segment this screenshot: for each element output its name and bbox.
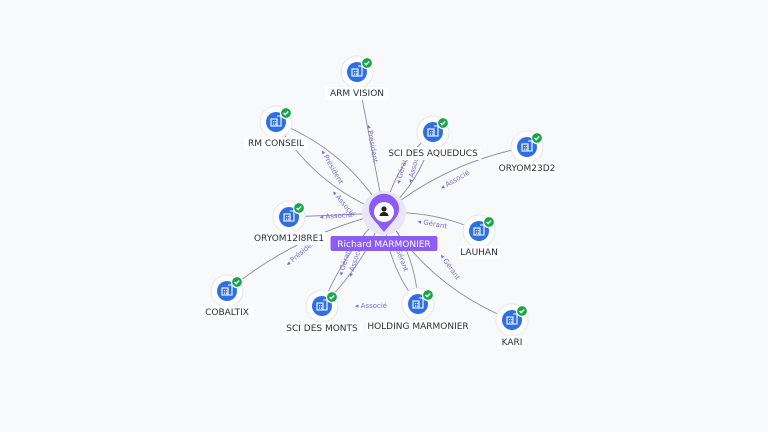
node-label-bg: [325, 87, 389, 100]
nodes-layer: ARM VISION RM CONSEIL SCI DES AQUEDUCS ORYO…: [200, 55, 557, 349]
node-label: SCI DES AQUEDUCS: [388, 149, 478, 159]
node-arm-vision[interactable]: ARM VISION: [325, 55, 389, 100]
node-label: ARM VISION: [330, 89, 384, 99]
edge-label: ◂ Président: [365, 124, 380, 163]
node-sci-monts[interactable]: SCI DES MONTS: [281, 289, 363, 335]
edge-label: ◂ Associé: [439, 169, 471, 192]
verified-check-icon: [230, 275, 244, 289]
node-kari[interactable]: KARI: [495, 303, 529, 349]
node-label: SCI DES MONTS: [286, 324, 358, 334]
verified-check-icon: [482, 215, 496, 229]
verified-check-icon: [325, 290, 339, 304]
node-label-bg: [251, 232, 327, 245]
node-label: ORYOM23D2: [499, 164, 556, 174]
center-label: Richard MARMONIER: [337, 240, 430, 250]
node-sci-aqueducs[interactable]: SCI DES AQUEDUCS: [384, 115, 482, 160]
node-label: ORYOM12I8RE1: [254, 234, 324, 244]
node-rm-conseil[interactable]: RM CONSEIL: [244, 105, 308, 150]
verified-check-icon: [530, 131, 544, 145]
building-icon: [283, 210, 295, 222]
verified-check-icon: [360, 56, 374, 70]
building-icon: [506, 313, 518, 325]
node-label: RM CONSEIL: [248, 139, 304, 149]
building-icon: [427, 125, 439, 137]
node-label-bg: [200, 306, 254, 319]
node-label-bg: [496, 336, 528, 349]
node-label: KARI: [502, 338, 523, 348]
center-label-bg: [330, 236, 438, 251]
node-label: LAUHAN: [460, 248, 498, 258]
building-icon: [521, 140, 533, 152]
node-holding[interactable]: HOLDING MARMONIER: [366, 287, 470, 333]
edge-label: ◂ Associé: [355, 302, 387, 310]
node-label-bg: [366, 320, 470, 333]
verified-check-icon: [279, 106, 293, 120]
edge-label: ◂ Associé: [320, 211, 353, 221]
node-label-bg: [497, 162, 557, 175]
verified-check-icon: [292, 201, 306, 215]
building-icon: [412, 297, 424, 309]
building-icon: [316, 299, 328, 311]
node-label-bg: [458, 246, 500, 259]
verified-check-icon: [515, 304, 529, 318]
node-oryom23d2[interactable]: ORYOM23D2: [497, 130, 557, 175]
node-label-bg: [281, 322, 363, 335]
building-icon: [270, 115, 282, 127]
verified-check-icon: [421, 288, 435, 302]
building-icon: [351, 65, 363, 77]
node-label-bg: [384, 147, 482, 160]
building-icon: [473, 224, 485, 236]
node-oryom12[interactable]: ORYOM12I8RE1: [251, 200, 327, 245]
edge-label: ◂ Gérant: [417, 218, 448, 231]
node-label: COBALTIX: [205, 308, 249, 318]
node-label: HOLDING MARMONIER: [367, 322, 468, 332]
edge-label: ◂ Gérant: [438, 252, 462, 281]
verified-check-icon: [436, 116, 450, 130]
center-node[interactable]: Richard MARMONIER: [330, 191, 438, 251]
person-icon: [379, 206, 389, 216]
node-label-bg: [244, 137, 308, 150]
building-icon: [221, 284, 233, 296]
node-lauhan[interactable]: LAUHAN: [458, 214, 500, 259]
node-cobaltix[interactable]: COBALTIX: [200, 274, 254, 319]
